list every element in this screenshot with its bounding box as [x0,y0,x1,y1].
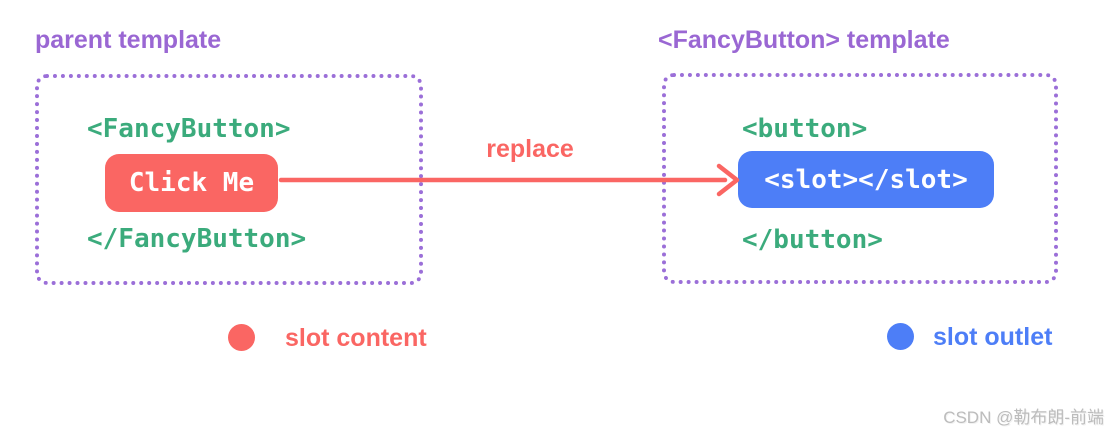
replace-arrow [278,163,740,197]
parent-template-box: <FancyButton> Click Me </FancyButton> [35,74,423,285]
slot-outlet-dot-icon [887,323,914,350]
slot-outlet-chip: <slot></slot> [738,151,994,208]
slot-content-legend-label: slot content [285,324,427,352]
slot-outlet-legend-label: slot outlet [933,323,1053,351]
csdn-watermark: CSDN @勒布朗-前端 [943,408,1104,427]
click-me-button: Click Me [105,154,278,212]
parent-template-title: parent template [35,26,222,54]
fancybutton-template-title: <FancyButton> template [658,26,950,54]
slot-content-dot-icon [228,324,255,351]
button-close-tag: </button> [742,225,883,255]
replace-label: replace [486,135,574,163]
fancybutton-open-tag: <FancyButton> [87,114,291,144]
button-open-tag: <button> [742,114,868,144]
fancybutton-close-tag: </FancyButton> [87,224,307,254]
